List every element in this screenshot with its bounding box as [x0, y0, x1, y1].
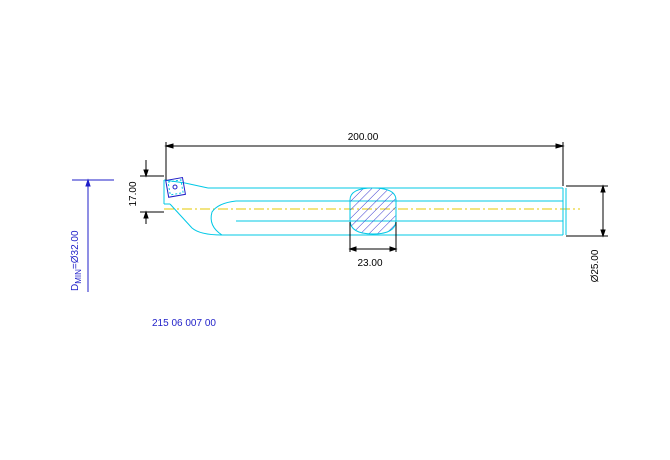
shank-diameter-label: Ø25.00	[590, 249, 601, 282]
insert-height-label: 17.00	[128, 181, 139, 206]
min-bore-indicator	[72, 178, 114, 292]
insert	[165, 176, 187, 198]
overall-length-label: 200.00	[348, 132, 379, 143]
part-number: 215 06 007 00	[152, 318, 216, 329]
shank-diameter-dimension	[566, 184, 608, 238]
clamp-section	[349, 187, 397, 235]
overall-length-dimension	[164, 142, 565, 186]
insert-height-dimension	[140, 160, 164, 224]
min-bore-label: DMIN=Ø32.00	[70, 230, 83, 291]
clamp-width-dimension	[348, 222, 398, 252]
bar-body	[163, 179, 567, 236]
clamp-width-label: 23.00	[357, 258, 382, 269]
